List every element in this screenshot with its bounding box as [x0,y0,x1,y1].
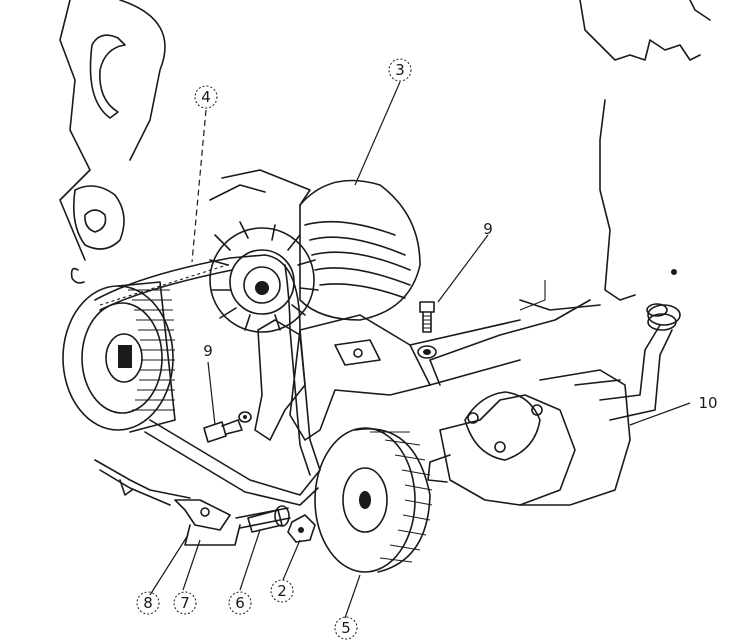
nut [287,514,316,543]
svg-text:6: 6 [235,594,245,612]
callout-5: 5 [334,616,358,640]
power-steering-pulley [314,427,433,573]
callout-4: 4 [194,85,218,109]
alternator-mounting-bracket [254,314,521,441]
alternator [209,169,421,333]
bolt-lower [203,411,252,443]
callout-10: 10 [698,394,717,412]
svg-text:10: 10 [698,394,717,412]
engine-block-outline [59,0,711,386]
callout-2: 2 [270,579,294,603]
svg-text:7: 7 [180,594,190,612]
callout-3: 3 [388,58,412,82]
marker-dot [671,269,677,275]
hose-fitting [247,505,290,533]
callout-7: 7 [173,591,197,615]
power-steering-pump [427,303,681,506]
leader-lines [149,81,691,619]
svg-text:2: 2 [277,582,287,600]
svg-text:3: 3 [395,61,405,79]
svg-text:9: 9 [483,220,493,238]
svg-text:9: 9 [203,342,213,360]
callout-9-upper: 9 [483,220,493,238]
callout-8: 8 [136,591,160,615]
callout-6: 6 [228,591,252,615]
bolt-upper [417,301,437,359]
crankshaft-pulley [62,281,176,433]
sensor-harness [94,459,291,546]
drive-belt [94,254,321,506]
callout-9-lower: 9 [203,342,213,360]
svg-text:4: 4 [201,88,211,106]
svg-text:5: 5 [341,619,351,637]
svg-text:8: 8 [143,594,153,612]
